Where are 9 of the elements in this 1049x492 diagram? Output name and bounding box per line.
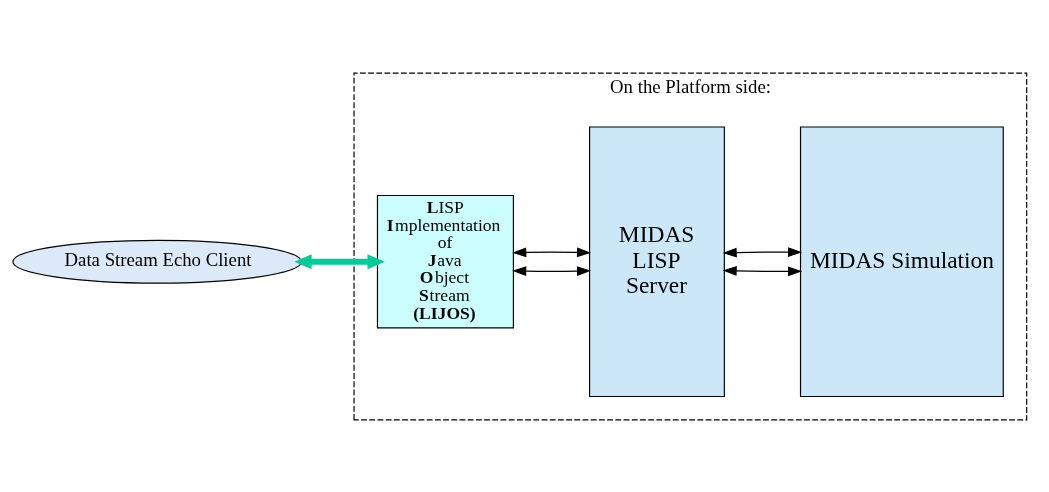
- node-box: MIDAS LISP Server: [589, 125, 725, 397]
- arrow: [722, 246, 803, 258]
- arrow: [512, 246, 592, 257]
- node-box: MIDAS Simulation: [799, 125, 1004, 397]
- arrow: [294, 253, 385, 269]
- node-ellipse: Data Stream Echo Client: [12, 239, 302, 284]
- arrow: [512, 265, 592, 276]
- arrow: [722, 265, 803, 276]
- node-box: LISP Implementation of Java Object Stream (LIJOS): [376, 194, 514, 329]
